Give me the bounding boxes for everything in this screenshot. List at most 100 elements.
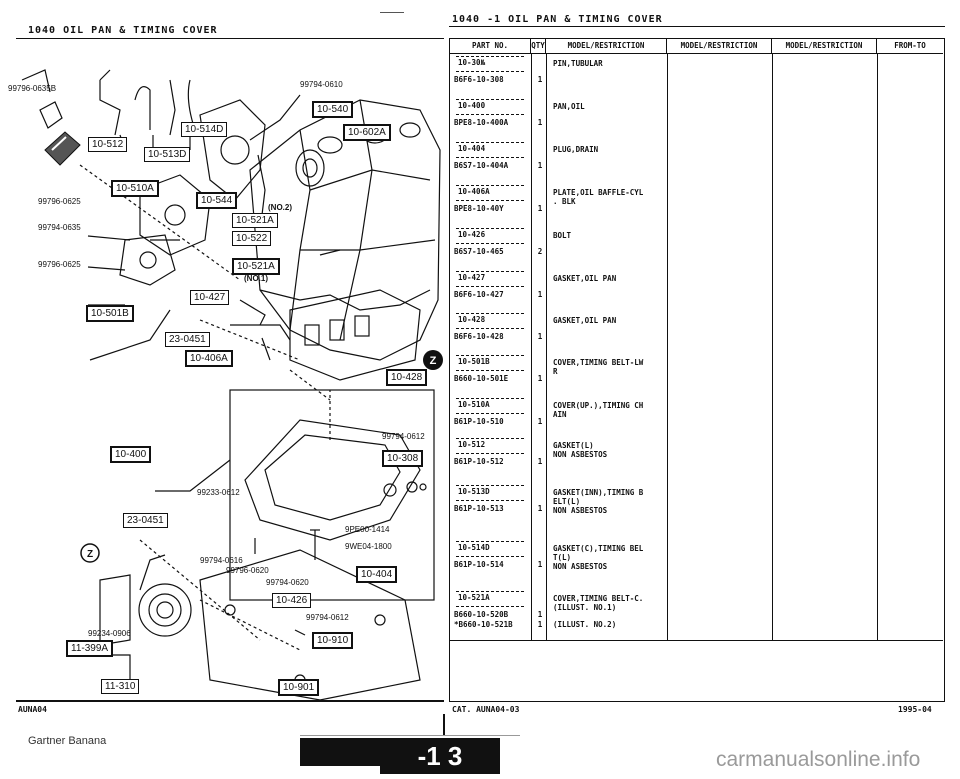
label-10-544: 10-544 xyxy=(196,192,238,209)
label-10-501B: 10-501B xyxy=(86,305,134,322)
label-10-602A: 10-602A xyxy=(343,124,391,141)
z-marker-icon: Z xyxy=(423,350,443,370)
part-number: B6F6-10-428 xyxy=(454,332,504,341)
ref-number: 10-30№ xyxy=(458,58,486,67)
bolt-99796-0635B: 99796-0635B xyxy=(8,84,57,93)
quantity: 1 xyxy=(537,417,543,426)
label-10-427: 10-427 xyxy=(190,290,230,305)
quantity: 1 xyxy=(537,332,543,341)
label-no1: (NO.1) xyxy=(244,274,268,283)
ref-box xyxy=(456,142,524,158)
part-number: B6F6-10-308 xyxy=(454,75,504,84)
page-tab: -1 3 xyxy=(380,738,500,774)
part-number: B6F6-10-427 xyxy=(454,290,504,299)
ref-number: 10-428 xyxy=(458,315,486,324)
ref-box xyxy=(456,56,524,72)
label-no2: (NO.2) xyxy=(268,203,292,212)
label-10-901: 10-901 xyxy=(278,679,320,696)
bolt-99794-0635: 99794-0635 xyxy=(38,223,81,232)
catalog-page-code: CAT. AUNA04-03 xyxy=(452,705,520,714)
label-23-0451-a: 23-0451 xyxy=(165,332,210,347)
label-10-308: 10-308 xyxy=(382,450,424,467)
label-10-540: 10-540 xyxy=(312,101,354,118)
scan-dash xyxy=(380,12,404,13)
label-11-310: 11-310 xyxy=(101,679,140,694)
part-9WE04-1800: 9WE04-1800 xyxy=(345,542,392,551)
bolt-99794-0612-b: 99794-0612 xyxy=(306,613,349,622)
part-number: B61P-10-512 xyxy=(454,457,504,466)
description: COVER(UP.),TIMING CH AIN xyxy=(553,401,644,419)
svg-text:Z: Z xyxy=(87,549,93,560)
description: GASKET,OIL PAN xyxy=(553,274,617,283)
label-10-406A: 10-406A xyxy=(185,350,233,367)
ref-box xyxy=(456,541,524,557)
col-header-model-1: MODEL/RESTRICTION xyxy=(546,39,667,54)
quantity: 1 xyxy=(537,161,543,170)
table-header-rule xyxy=(449,26,945,27)
ref-box xyxy=(456,485,524,501)
ref-box xyxy=(456,591,524,607)
quantity: 1 xyxy=(537,560,543,569)
quantity: 1 xyxy=(537,610,543,619)
label-10-510A: 10-510A xyxy=(111,180,159,197)
quantity: 2 xyxy=(537,247,543,256)
ref-box xyxy=(456,271,524,287)
label-23-0451-b: 23-0451 xyxy=(123,513,168,528)
part-number: B61P-10-510 xyxy=(454,417,504,426)
bolt-99794-0610: 99794-0610 xyxy=(300,80,343,89)
description: PLATE,OIL BAFFLE-CYL . BLK xyxy=(553,188,644,206)
col-header-model-3: MODEL/RESTRICTION xyxy=(772,39,877,54)
svg-text:Z: Z xyxy=(430,355,437,367)
ref-box xyxy=(456,398,524,414)
col-header-from-to: FROM-TO xyxy=(877,39,943,54)
quantity: 1 xyxy=(537,504,543,513)
exploded-diagram: Z Z xyxy=(21,69,443,700)
quantity: 1 xyxy=(537,374,543,383)
bolt-99234-0906: 99234-0906 xyxy=(88,629,131,638)
quantity: 1 xyxy=(537,457,543,466)
ref-box xyxy=(456,228,524,244)
ref-box xyxy=(456,313,524,329)
part-number: B660-10-501E xyxy=(454,374,509,383)
label-10-910: 10-910 xyxy=(312,632,354,649)
label-10-400: 10-400 xyxy=(110,446,152,463)
timing-cover-lower xyxy=(139,174,211,256)
ref-number: 10-521A xyxy=(458,593,490,602)
footer-rule-left xyxy=(16,700,444,702)
label-10-521A-a: 10-521A xyxy=(232,213,278,228)
bolt-99796-0620: 99796-0620 xyxy=(226,566,269,575)
description: PLUG,DRAIN xyxy=(553,145,599,154)
part-number: B6S7-10-404A xyxy=(454,161,509,170)
ref-number: 10-427 xyxy=(458,273,486,282)
ref-number: 10-513D xyxy=(458,487,490,496)
quantity: 1 xyxy=(537,118,543,127)
front-arrow-icon xyxy=(44,131,81,166)
bolt-99796-0625-b: 99796-0625 xyxy=(38,260,81,269)
lower-cover-plate xyxy=(199,549,421,700)
label-11-399A: 11-399A xyxy=(66,640,114,657)
ref-box xyxy=(456,438,524,454)
description: GASKET(C),TIMING BEL T(L) NON ASBESTOS xyxy=(553,544,644,571)
ref-number: 10-406A xyxy=(458,187,490,196)
part-9PE00-1414: 9PE00-1414 xyxy=(345,525,390,534)
timing-cover-upper xyxy=(199,99,266,201)
description: BOLT xyxy=(553,231,572,240)
description: GASKET(INN),TIMING B ELT(L) NON ASBESTOS xyxy=(553,488,644,515)
part-number: *B660-10-521B xyxy=(454,620,513,629)
col-header-part-no: PART NO. xyxy=(450,39,531,54)
ref-box xyxy=(456,355,524,371)
bolt-99794-0616: 99794-0616 xyxy=(200,556,243,565)
label-10-522: 10-522 xyxy=(232,231,272,246)
part-number: B61P-10-513 xyxy=(454,504,504,513)
quantity: 1 xyxy=(537,290,543,299)
part-number: BPE8-10-400A xyxy=(454,118,509,127)
quantity: 1 xyxy=(537,620,543,629)
label-10-521A-b: 10-521A xyxy=(232,258,280,275)
